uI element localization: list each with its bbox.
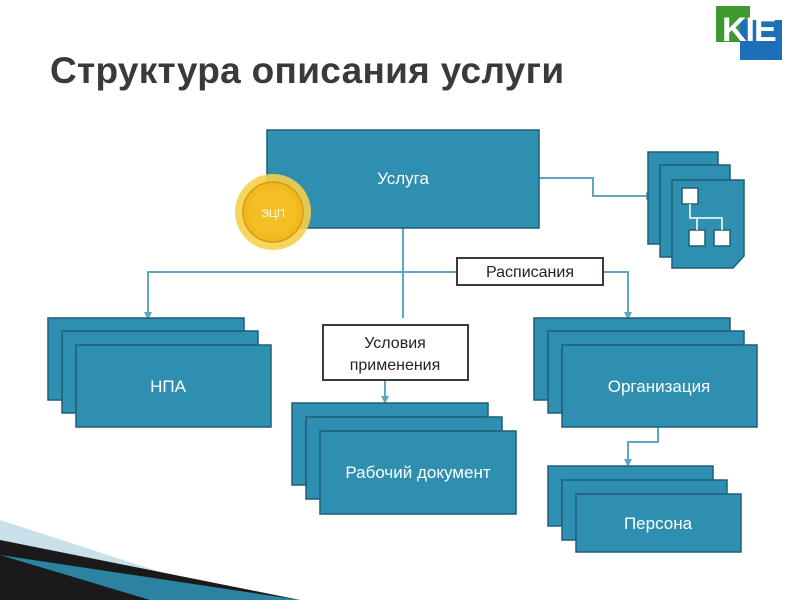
service-label: Услуга: [377, 169, 429, 188]
logo-blue-square: [740, 20, 782, 60]
connector-to-person: [624, 427, 659, 467]
seal-icon: ЭЦП: [235, 174, 311, 250]
organization-node: Организация: [533, 317, 758, 428]
corner-decoration: [0, 520, 300, 600]
page-title: Структура описания услуги: [50, 50, 565, 91]
conditions-label-box: Условия применения: [322, 324, 469, 381]
person-node: Персона: [547, 465, 742, 553]
npa-label: НПА: [150, 377, 186, 396]
logo-text: KIE: [722, 11, 777, 49]
work-document-label: Рабочий документ: [345, 463, 490, 482]
logo: KIE: [716, 6, 782, 60]
structure-document-icon: [647, 151, 745, 269]
schedule-label: Расписания: [486, 264, 574, 281]
conditions-label-line2: применения: [350, 357, 441, 374]
organization-label: Организация: [608, 377, 711, 396]
service-box: [266, 129, 540, 229]
schedule-label-box: Расписания: [456, 257, 604, 286]
connector-to-npa: [144, 228, 404, 320]
npa-node: НПА: [47, 317, 272, 428]
conditions-label-line1: Условия: [364, 335, 426, 352]
work-document-node: Рабочий документ: [291, 402, 517, 515]
service-node: Услуга: [266, 129, 540, 229]
seal-label: ЭЦП: [261, 208, 285, 220]
person-label: Персона: [624, 514, 693, 533]
connector-to-structure: [538, 177, 654, 200]
